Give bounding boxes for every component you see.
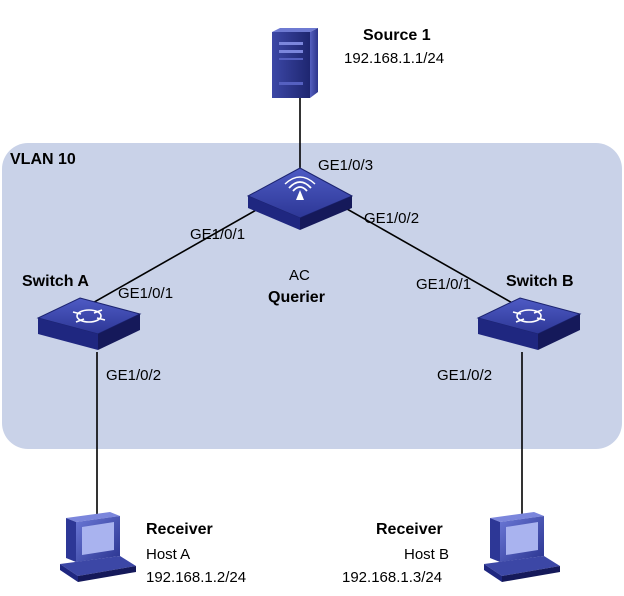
switch-b-icon bbox=[476, 297, 582, 350]
server-icon bbox=[272, 28, 318, 98]
host-b-computer-icon bbox=[484, 512, 560, 582]
host-a-role: Receiver bbox=[146, 521, 213, 538]
source-label: Source 1 bbox=[363, 27, 431, 44]
switch-b-label: Switch B bbox=[506, 273, 574, 290]
host-a-ip: 192.168.1.2/24 bbox=[146, 569, 247, 586]
link-ac-switch-a bbox=[74, 204, 266, 314]
source-ip: 192.168.1.1/24 bbox=[344, 50, 445, 67]
vlan-label: VLAN 10 bbox=[10, 151, 76, 168]
ac-name: AC bbox=[289, 267, 310, 284]
host-b-role: Receiver bbox=[376, 521, 443, 538]
link-ac-switch-b bbox=[339, 204, 531, 314]
switch-a-icon bbox=[36, 297, 142, 350]
host-b-name: Host B bbox=[404, 546, 450, 563]
switch-a-downlink-port: GE1/0/2 bbox=[106, 367, 162, 384]
switch-b-downlink-port: GE1/0/2 bbox=[437, 367, 493, 384]
access-controller-icon bbox=[246, 167, 354, 230]
ac-port-to-switch-b: GE1/0/2 bbox=[364, 210, 420, 227]
ac-port-uplink: GE1/0/3 bbox=[318, 157, 374, 174]
ac-role: Querier bbox=[268, 289, 325, 306]
host-a-computer-icon bbox=[60, 512, 136, 582]
ac-port-to-switch-a: GE1/0/1 bbox=[190, 226, 246, 243]
host-b-ip: 192.168.1.3/24 bbox=[342, 569, 443, 586]
host-a-name: Host A bbox=[146, 546, 191, 563]
switch-a-uplink-port: GE1/0/1 bbox=[118, 285, 174, 302]
switch-b-uplink-port: GE1/0/1 bbox=[416, 276, 472, 293]
switch-a-label: Switch A bbox=[22, 273, 89, 290]
